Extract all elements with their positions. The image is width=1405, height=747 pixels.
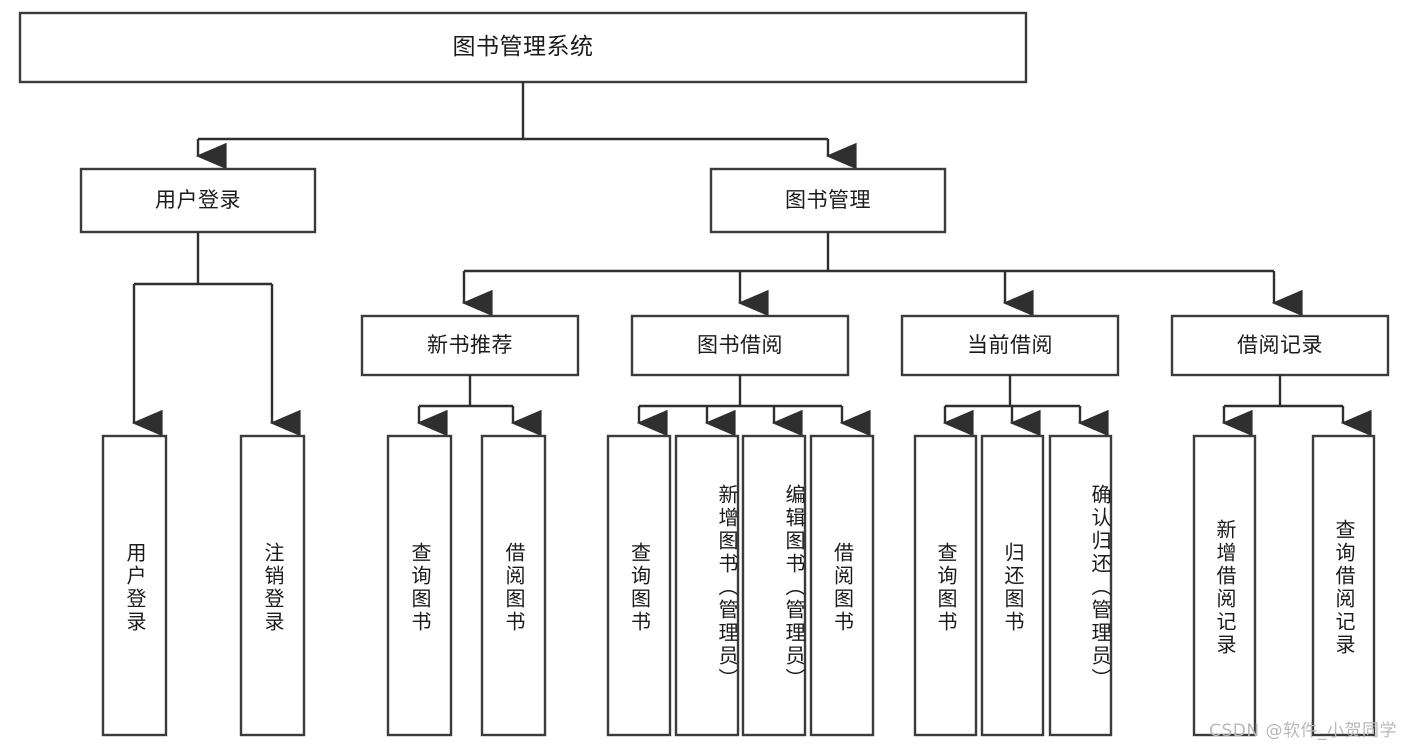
node-leaf-edit-book-rect[interactable] — [741, 434, 807, 737]
node-leaf-logout-rect[interactable] — [239, 434, 306, 737]
node-leaf-return-book-rect[interactable] — [980, 434, 1045, 737]
node-records-rect[interactable] — [1170, 314, 1390, 377]
node-user-login-rect[interactable] — [79, 167, 317, 234]
node-root-rect[interactable] — [18, 11, 1028, 84]
node-new-books-rect[interactable] — [360, 314, 580, 377]
node-leaf-query-record-rect[interactable] — [1311, 434, 1376, 737]
node-leaf-add-record-rect[interactable] — [1192, 434, 1257, 737]
node-leaf-borrow-book-b-rect[interactable] — [809, 434, 875, 737]
node-current-rect[interactable] — [900, 314, 1120, 377]
node-leaf-add-book-rect[interactable] — [674, 434, 740, 737]
node-leaf-query-book-a-rect[interactable] — [386, 434, 453, 737]
node-leaf-user-login-rect[interactable] — [101, 434, 168, 737]
node-book-manage-rect[interactable] — [709, 167, 947, 234]
node-leaf-query-book-c-rect[interactable] — [913, 434, 978, 737]
node-leaf-confirm-return-rect[interactable] — [1048, 434, 1113, 737]
node-leaf-query-book-b-rect[interactable] — [606, 434, 672, 737]
node-leaf-borrow-book-a-rect[interactable] — [480, 434, 547, 737]
node-borrow-rect[interactable] — [630, 314, 850, 377]
csdn-watermark: CSDN @软件_小贺同学 — [1209, 721, 1397, 741]
